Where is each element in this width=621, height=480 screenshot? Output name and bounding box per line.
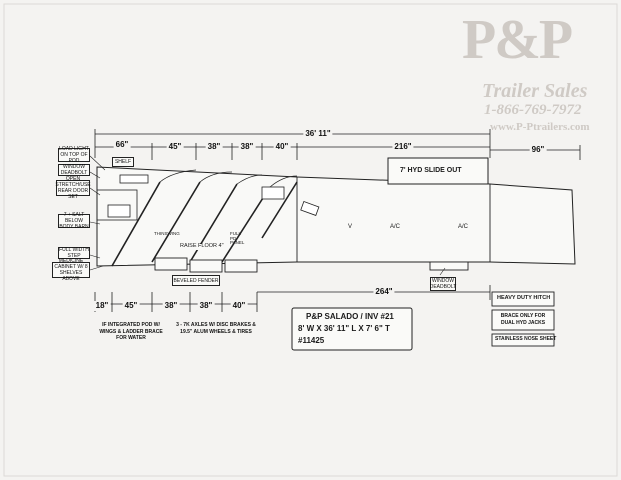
dim-bottom-264: 264" <box>373 287 395 297</box>
title-line-3: #11425 <box>298 336 325 345</box>
dim-96: 96" <box>529 145 547 155</box>
shelf-label: SHELF <box>112 157 134 167</box>
watermark-phone: 1-866-769-7972 <box>484 102 582 118</box>
leader-lines <box>89 155 446 276</box>
left-label-step: FULL WIDTH STEP <box>58 247 90 259</box>
dim-66: 66" <box>113 140 131 150</box>
title-line-2: 8' W X 36' 11" L X 7' 6" T <box>298 324 390 333</box>
dim-bottom-38b: 38" <box>197 301 215 311</box>
beveled-fender-label: BEVELED FENDER <box>172 275 220 286</box>
slide-out-label: 7' HYD SLIDE OUT <box>400 167 462 174</box>
top-dimension-lines <box>94 129 581 160</box>
dim-216: 216" <box>392 142 414 152</box>
left-label-deadbolt: WINDOW DEADBOLT <box>58 164 90 176</box>
trailer-body <box>96 166 576 267</box>
swing-lines <box>159 169 298 188</box>
hitch-label: HEAVY DUTY HITCH <box>497 295 551 301</box>
dim-bottom-45: 45" <box>122 301 140 311</box>
title-box-frame <box>291 307 413 351</box>
watermark-name: Trailer Sales <box>482 80 588 102</box>
left-label-rear-door: OPEN STRETCH/USE REAR DOOR SET <box>55 176 91 200</box>
note-integrated-pod: IF INTEGRATED POD W/ WINGS & LADDER BRAC… <box>99 322 163 341</box>
windows <box>261 186 320 216</box>
thinswing-label: THINSWING <box>154 231 180 236</box>
brace-box <box>491 309 555 331</box>
v-label: V <box>348 224 353 230</box>
deadbolt-right-label: WINDOW DEADBOLT <box>429 277 457 291</box>
dim-40: 40" <box>273 142 291 152</box>
watermark-url: www.P-Ptrailers.com <box>490 121 590 133</box>
note-axles: 3 - 7K AXLES W/ DISC BRAKES & 19.5" ALUM… <box>176 322 256 335</box>
ac1-label: A/C <box>390 224 401 230</box>
shelf-unit <box>107 204 131 218</box>
rear-cabinet <box>96 189 138 221</box>
dim-38b: 38" <box>238 142 256 152</box>
left-label-salt: 7 + SALT BELOW BODY BARN <box>58 212 90 230</box>
nose-label: STAINLESS NOSE SHEET <box>495 336 557 342</box>
dim-bottom-18: 18" <box>93 301 111 311</box>
slide-out-box <box>387 157 489 185</box>
dim-overall: 36' 11" <box>303 129 333 139</box>
full-pad-label: FULL PD PANEL <box>230 231 245 246</box>
left-label-medicine-cabinet: MEDICINE CABINET W/ 8 SHELVES ABOVE <box>52 258 90 282</box>
left-label-load-light: LOAD LIGHT ON TOP OF POD <box>58 146 90 164</box>
title-line-1: P&P SALADO / INV #21 <box>306 312 394 321</box>
fenders <box>154 257 469 273</box>
hitch-box <box>491 291 555 307</box>
nose-box <box>491 333 555 347</box>
page-border <box>3 3 618 477</box>
dim-bottom-38a: 38" <box>162 301 180 311</box>
watermark-brand: P&P <box>462 9 573 71</box>
ac2-label: A/C <box>458 224 469 230</box>
raise-floor-label: RAISE FLOOR 4" <box>180 243 224 250</box>
shelf-box <box>119 174 149 184</box>
brace-label: BRACE ONLY FOR DUAL HYD JACKS <box>500 313 546 326</box>
dim-bottom-40: 40" <box>230 301 248 311</box>
dim-38a: 38" <box>205 142 223 152</box>
dim-45: 45" <box>166 142 184 152</box>
